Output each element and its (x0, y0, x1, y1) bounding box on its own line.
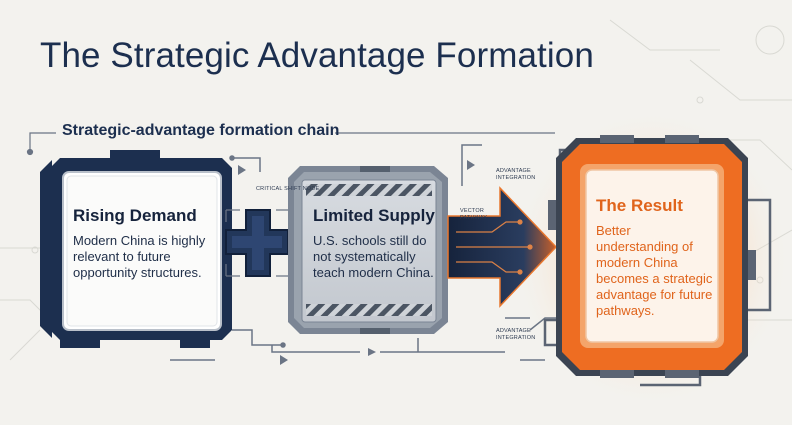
result-title: The Result (596, 196, 683, 215)
page-title: The Strategic Advantage Formation (40, 36, 594, 75)
limited-supply-title: Limited Supply (313, 206, 435, 225)
chain-subtitle: Strategic-advantage formation chain (62, 122, 340, 139)
subtitle-bracket (26, 132, 555, 156)
vector-pathway-arrow (447, 186, 558, 308)
rising-demand-text: Rising Demand Modern China is highly rel… (73, 206, 215, 281)
rising-demand-title: Rising Demand (73, 206, 197, 225)
critical-shift-node-label: Critical shift node (256, 186, 320, 192)
gap-arrows (238, 160, 475, 365)
vector-pathway-label: Vector pathway (460, 208, 488, 221)
result-body: Better understanding of modern China bec… (596, 223, 713, 318)
result-card (543, 135, 772, 387)
limited-supply-card (288, 166, 448, 334)
result-text: The Result Better understanding of moder… (596, 196, 714, 319)
advantage-integration-label-top: Advantage integration (496, 168, 536, 181)
limited-supply-text: Limited Supply U.S. schools still do not… (313, 206, 435, 281)
circuit-connectors (170, 144, 560, 361)
critical-shift-node (225, 209, 291, 277)
advantage-integration-label-bottom: Advantage integration (496, 328, 536, 341)
limited-supply-body: U.S. schools still do not systematically… (313, 233, 434, 280)
rising-demand-body: Modern China is highly relevant to futur… (73, 233, 206, 280)
rising-demand-card (40, 150, 232, 348)
